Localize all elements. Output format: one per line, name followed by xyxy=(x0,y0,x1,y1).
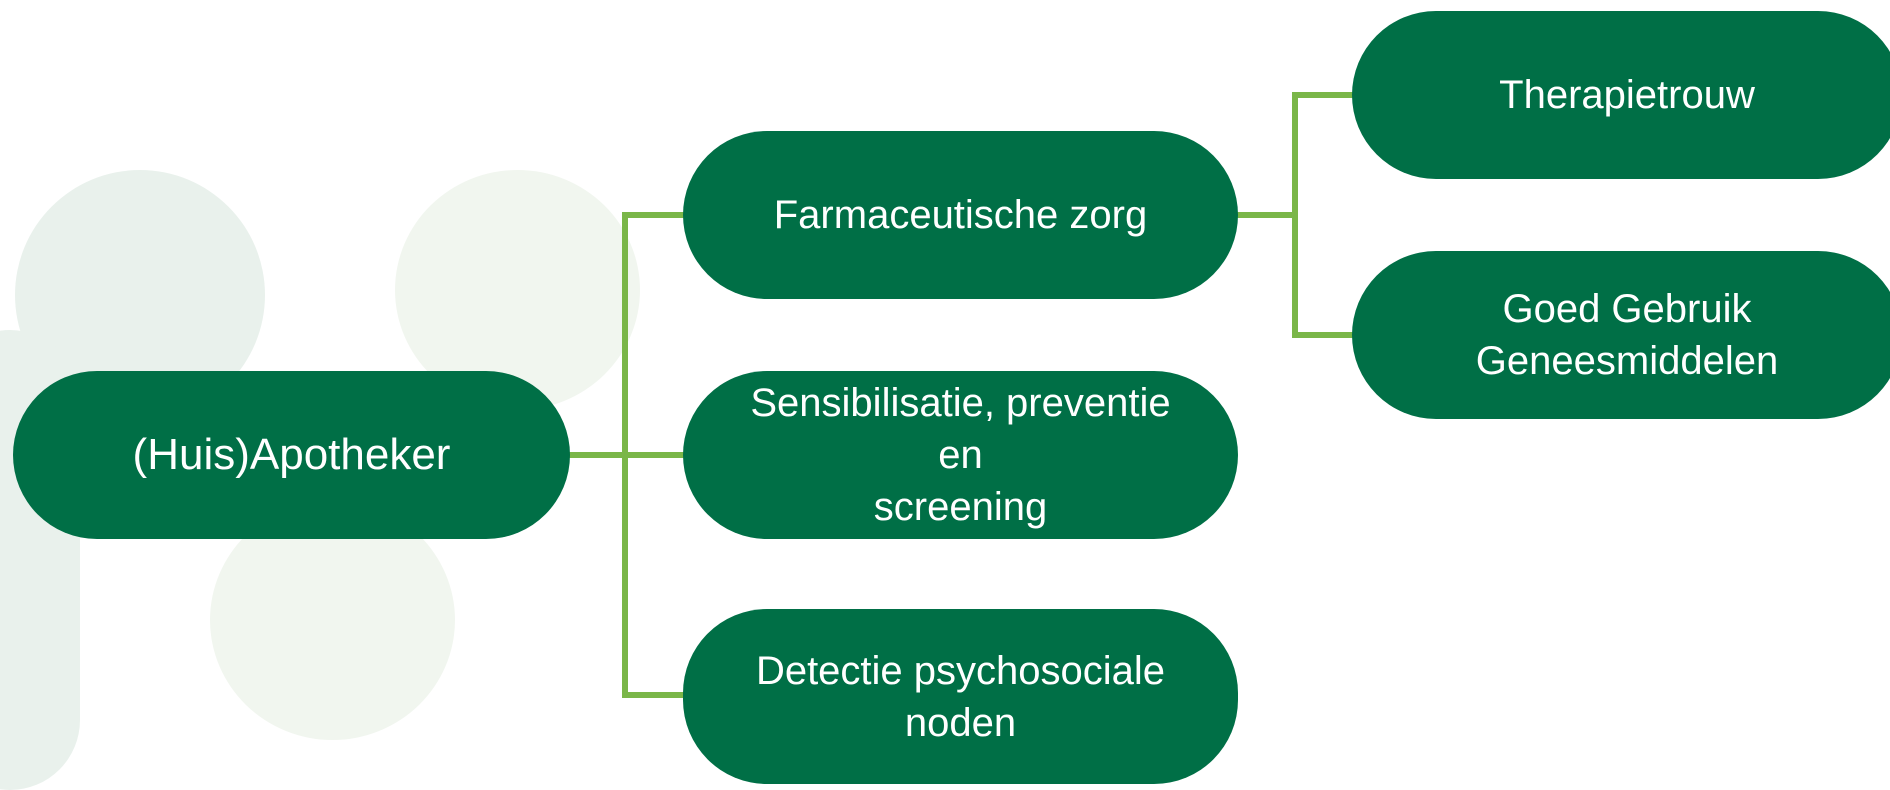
node-therapietrouw: Therapietrouw xyxy=(1352,11,1890,179)
node-goed-gebruik-geneesmiddelen: Goed Gebruik Geneesmiddelen xyxy=(1352,251,1890,419)
background-shape xyxy=(395,170,640,410)
background-shape xyxy=(210,500,455,740)
node-detectie-psychosociale-noden: Detectie psychosociale noden xyxy=(683,609,1238,784)
node-huis-apotheker: (Huis)Apotheker xyxy=(13,371,570,539)
node-sensibilisatie: Sensibilisatie, preventie en screening xyxy=(683,371,1238,539)
node-farmaceutische-zorg: Farmaceutische zorg xyxy=(683,131,1238,299)
